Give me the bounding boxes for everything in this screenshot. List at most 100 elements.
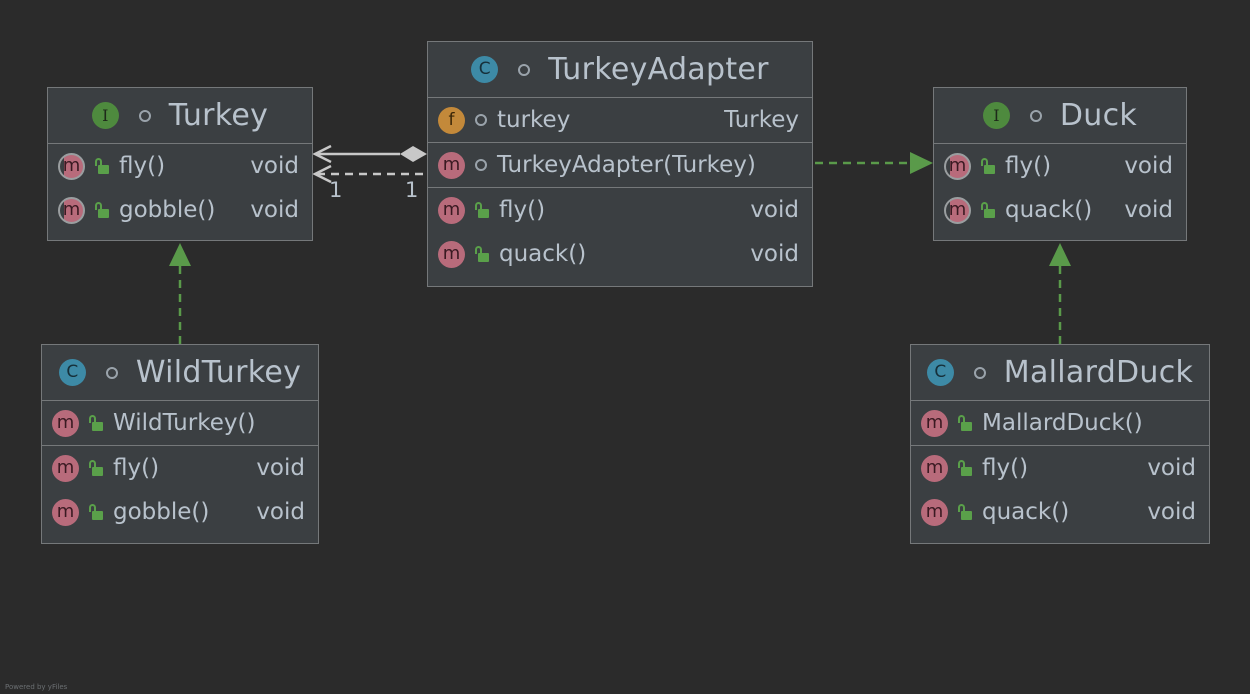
member-type: void bbox=[1124, 153, 1173, 179]
method-row[interactable]: m fly() void bbox=[48, 144, 312, 188]
member-type: void bbox=[1147, 499, 1196, 525]
method-row[interactable]: m quack() void bbox=[934, 188, 1186, 232]
field-badge-icon: f bbox=[438, 106, 465, 134]
method-badge-icon: m bbox=[52, 498, 79, 526]
member-name: fly() bbox=[119, 153, 166, 179]
package-visibility-icon bbox=[475, 114, 487, 126]
method-badge-icon: m bbox=[921, 409, 948, 437]
method-row[interactable]: m gobble() void bbox=[42, 490, 318, 534]
realization-mallardduck-duck-arrowhead bbox=[1049, 243, 1071, 266]
method-badge-icon: m bbox=[944, 152, 971, 180]
field-row[interactable]: f turkey Turkey bbox=[428, 98, 812, 142]
interface-badge-icon: I bbox=[91, 102, 119, 129]
member-name: quack() bbox=[499, 241, 587, 267]
package-visibility-icon bbox=[1029, 109, 1042, 122]
member-name: quack() bbox=[982, 499, 1070, 525]
method-row[interactable]: m fly() void bbox=[428, 188, 812, 232]
multiplicity-source-label: 1 bbox=[329, 178, 343, 202]
class-badge-icon: C bbox=[58, 359, 86, 386]
class-section: m MallardDuck() bbox=[911, 401, 1209, 446]
watermark-text: Powered by yFiles bbox=[5, 683, 68, 691]
class-badge-icon: C bbox=[471, 56, 499, 83]
member-type: void bbox=[750, 241, 799, 267]
class-box-duck[interactable]: I Duck m fly() void m quack() void bbox=[933, 87, 1187, 241]
class-header: I Turkey bbox=[48, 88, 312, 144]
method-badge-icon: m bbox=[944, 196, 971, 224]
interface-badge-icon: I bbox=[982, 102, 1010, 129]
public-lock-icon bbox=[89, 460, 103, 476]
class-header: C TurkeyAdapter bbox=[428, 42, 812, 98]
class-badge-icon: C bbox=[926, 359, 954, 386]
method-badge-icon: m bbox=[438, 151, 465, 179]
class-header: C MallardDuck bbox=[911, 345, 1209, 401]
public-lock-icon bbox=[89, 504, 103, 520]
class-name: Duck bbox=[1059, 98, 1138, 133]
method-badge-icon: m bbox=[921, 454, 948, 482]
method-row[interactable]: m quack() void bbox=[911, 490, 1209, 534]
method-badge-icon: m bbox=[52, 454, 79, 482]
member-name: turkey bbox=[497, 107, 571, 133]
realization-wildturkey-turkey-arrowhead bbox=[169, 243, 191, 266]
class-section: f turkey Turkey bbox=[428, 98, 812, 143]
member-type: void bbox=[1147, 455, 1196, 481]
package-visibility-icon bbox=[105, 366, 118, 379]
member-type: void bbox=[250, 153, 299, 179]
method-badge-icon: m bbox=[58, 196, 85, 224]
package-visibility-icon bbox=[475, 159, 487, 171]
public-lock-icon bbox=[958, 504, 972, 520]
member-type: void bbox=[250, 197, 299, 223]
public-lock-icon bbox=[475, 246, 489, 262]
method-row[interactable]: m fly() void bbox=[934, 144, 1186, 188]
method-row[interactable]: m gobble() void bbox=[48, 188, 312, 232]
class-header: I Duck bbox=[934, 88, 1186, 144]
package-visibility-icon bbox=[138, 109, 151, 122]
class-section: m TurkeyAdapter(Turkey) bbox=[428, 143, 812, 188]
multiplicity-target-label: 1 bbox=[405, 178, 419, 202]
method-badge-icon: m bbox=[52, 409, 79, 437]
public-lock-icon bbox=[981, 158, 995, 174]
class-name: TurkeyAdapter bbox=[548, 52, 769, 87]
class-box-turkey[interactable]: I Turkey m fly() void m gobble() void bbox=[47, 87, 313, 241]
class-box-turkeyadapter[interactable]: C TurkeyAdapter f turkey Turkey m TurkeyAdapte… bbox=[427, 41, 813, 287]
member-name: fly() bbox=[499, 197, 546, 223]
method-badge-icon: m bbox=[921, 498, 948, 526]
composition-open-arrow bbox=[312, 144, 332, 164]
member-name: fly() bbox=[1005, 153, 1052, 179]
member-name: gobble() bbox=[119, 197, 216, 223]
class-name: WildTurkey bbox=[135, 355, 302, 390]
package-visibility-icon bbox=[518, 63, 531, 76]
dependency-open-arrow bbox=[312, 164, 332, 184]
method-row[interactable]: m MallardDuck() bbox=[911, 401, 1209, 445]
member-name: TurkeyAdapter(Turkey) bbox=[497, 152, 756, 178]
class-section: m fly() void m gobble() void bbox=[48, 144, 312, 232]
method-badge-icon: m bbox=[438, 196, 465, 224]
member-name: MallardDuck() bbox=[982, 410, 1143, 436]
member-name: gobble() bbox=[113, 499, 210, 525]
member-type: Turkey bbox=[724, 107, 799, 133]
method-badge-icon: m bbox=[58, 152, 85, 180]
method-row[interactable]: m TurkeyAdapter(Turkey) bbox=[428, 143, 812, 187]
member-type: void bbox=[256, 499, 305, 525]
public-lock-icon bbox=[475, 202, 489, 218]
member-type: void bbox=[256, 455, 305, 481]
member-type: void bbox=[750, 197, 799, 223]
member-name: quack() bbox=[1005, 197, 1093, 223]
class-section: m fly() void m quack() void bbox=[934, 144, 1186, 232]
public-lock-icon bbox=[958, 415, 972, 431]
member-type: void bbox=[1124, 197, 1173, 223]
class-name: Turkey bbox=[168, 98, 269, 133]
class-name: MallardDuck bbox=[1003, 355, 1194, 390]
package-visibility-icon bbox=[973, 366, 986, 379]
